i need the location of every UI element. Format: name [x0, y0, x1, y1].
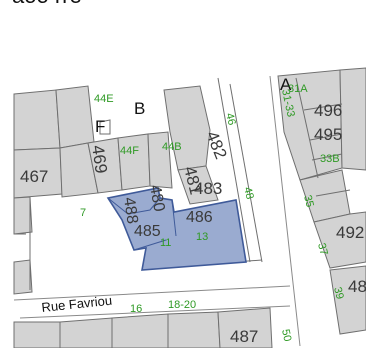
building-letter: A — [280, 75, 292, 94]
plot-number: 467 — [20, 167, 48, 186]
parcel[interactable] — [13, 196, 33, 235]
plot-number: 485 — [134, 223, 161, 240]
plot-number: 488 — [120, 196, 141, 225]
parcel[interactable] — [117, 133, 151, 191]
house-number: 35 — [301, 194, 316, 209]
plot-number: 496 — [314, 101, 342, 120]
house-number: 46 — [223, 112, 238, 127]
house-number: 44F — [120, 145, 139, 157]
parcel[interactable] — [111, 313, 169, 348]
parcel[interactable] — [163, 85, 211, 171]
parcel[interactable] — [13, 89, 61, 151]
house-number: 31A — [288, 83, 308, 95]
house-number: 50 — [279, 328, 293, 342]
plot-number: 469 — [88, 144, 111, 175]
right-block-parcels — [277, 67, 366, 335]
parcel[interactable] — [147, 131, 173, 189]
parcel[interactable] — [217, 307, 273, 348]
plot-number: 495 — [314, 125, 342, 144]
house-number: 16 — [130, 303, 142, 315]
house-number: 44E — [94, 93, 114, 105]
building-letter: B — [134, 99, 145, 118]
cropped-heading: aoo rre — [12, 0, 82, 9]
house-number: 13 — [196, 231, 208, 243]
house-number: 7 — [80, 207, 86, 219]
right-block-boundaries — [295, 77, 351, 197]
parcel[interactable] — [13, 321, 61, 348]
street-name-label: Rue Favriou — [41, 293, 113, 315]
plot-number: 480 — [146, 184, 167, 213]
house-number: 44B — [162, 141, 182, 153]
plot-number: 48 — [348, 277, 366, 296]
parcel[interactable] — [59, 317, 113, 348]
highlighted-parcel[interactable] — [106, 187, 247, 271]
plot-number: 492 — [336, 223, 364, 242]
parcel[interactable] — [167, 311, 221, 348]
parcel[interactable] — [329, 265, 366, 335]
left-block-parcels — [13, 85, 219, 295]
house-number: 33B — [320, 153, 340, 165]
plot-number: 487 — [230, 327, 258, 346]
parcel[interactable] — [339, 67, 366, 171]
highlighted-parcel-divisions — [107, 197, 177, 251]
house-number: 31-33 — [279, 88, 297, 118]
street-edges — [13, 75, 301, 347]
house-number: 11 — [160, 237, 171, 249]
parcel[interactable] — [55, 85, 95, 149]
bottom-block-parcels — [13, 307, 273, 348]
parcel[interactable] — [13, 259, 33, 295]
house-number: 48 — [241, 186, 256, 201]
house-number: 18-20 — [168, 299, 196, 311]
parcel[interactable] — [313, 211, 366, 269]
parcel[interactable] — [277, 69, 343, 181]
parcel[interactable] — [177, 165, 219, 205]
house-number: 37 — [315, 242, 330, 257]
house-number: 39 — [331, 286, 346, 301]
plot-number: 483 — [194, 179, 222, 198]
parcel[interactable] — [99, 119, 111, 135]
building-letter: F — [95, 117, 105, 136]
plot-number: 486 — [186, 209, 213, 226]
